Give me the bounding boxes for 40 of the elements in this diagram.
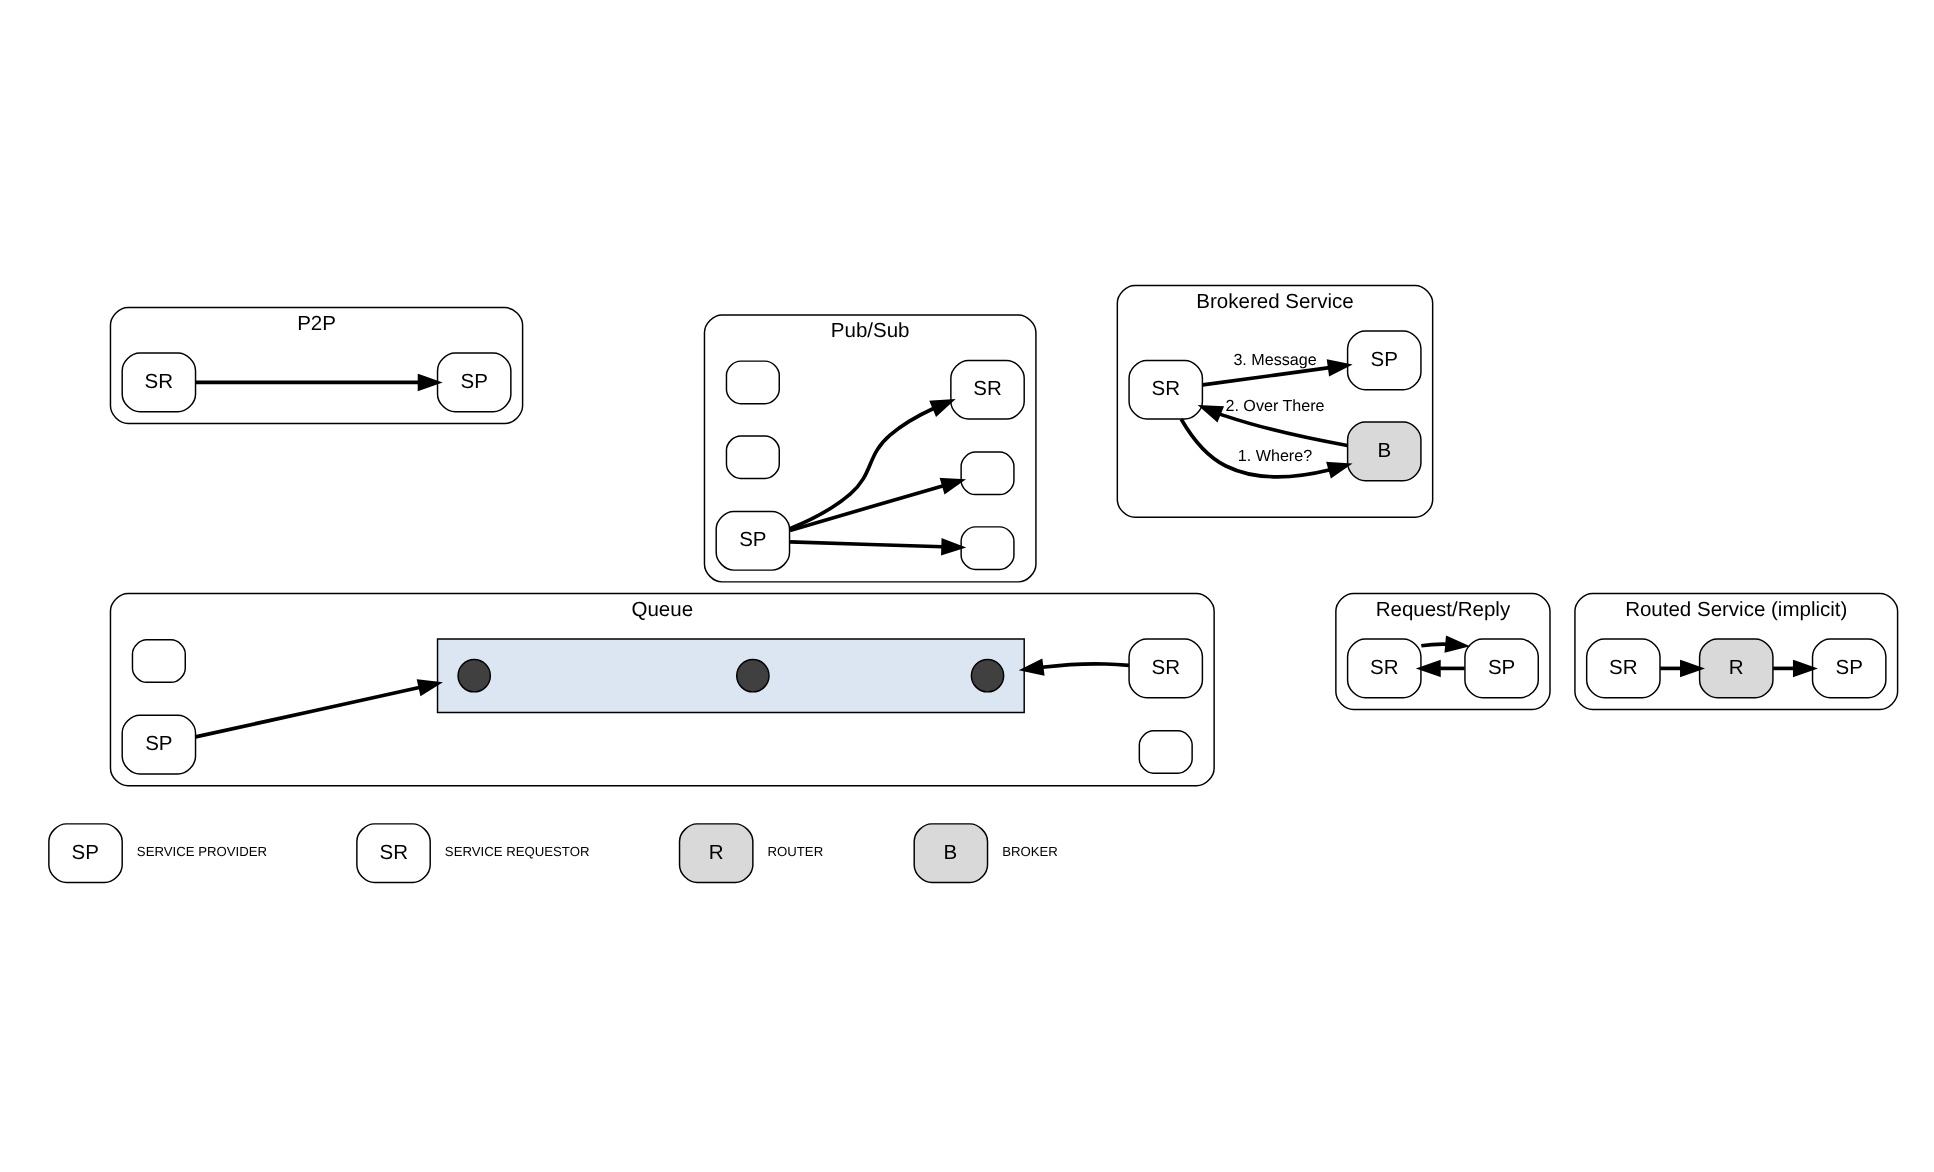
node-box: SP [1811, 637, 1887, 698]
arrow [1415, 658, 1465, 677]
node-box [131, 638, 186, 683]
node-circle [457, 657, 492, 692]
node-box: SR [1346, 637, 1422, 698]
arrow [1018, 657, 1130, 675]
arrow [1773, 658, 1818, 677]
node-box: R [1698, 637, 1774, 698]
node-box: SP [1464, 637, 1539, 698]
node-box: SR [1128, 358, 1204, 419]
arrow [195, 372, 443, 391]
node-box: SP [715, 509, 791, 570]
node-box [960, 525, 1015, 570]
node-box: SR [121, 351, 197, 412]
node-box [725, 359, 780, 404]
arrow [1421, 634, 1471, 652]
node-circle [736, 657, 770, 692]
node-box [725, 434, 780, 479]
cluster [436, 637, 1025, 713]
node-box: SP [436, 351, 512, 412]
arrow [1202, 358, 1353, 386]
arrow [789, 536, 967, 555]
node-box: SR [1128, 637, 1204, 698]
node-box [960, 450, 1015, 495]
node-box: SR [1585, 637, 1661, 698]
node-box [1138, 729, 1193, 773]
arrow [1660, 658, 1705, 677]
node-box: B [1346, 420, 1422, 481]
edge-label: 3. Message [1233, 349, 1317, 368]
arrow [1197, 404, 1348, 447]
arrow [789, 398, 956, 530]
node-box: SR [950, 358, 1025, 419]
node-box: SP [1346, 329, 1422, 390]
edge-label: 1. Where? [1237, 446, 1313, 465]
node-box: SP [121, 713, 197, 774]
node-circle [970, 657, 1005, 692]
edge-label: 2. Over There [1225, 396, 1325, 415]
arrow [789, 476, 967, 532]
arrow [195, 678, 443, 738]
arrow [1179, 417, 1353, 478]
